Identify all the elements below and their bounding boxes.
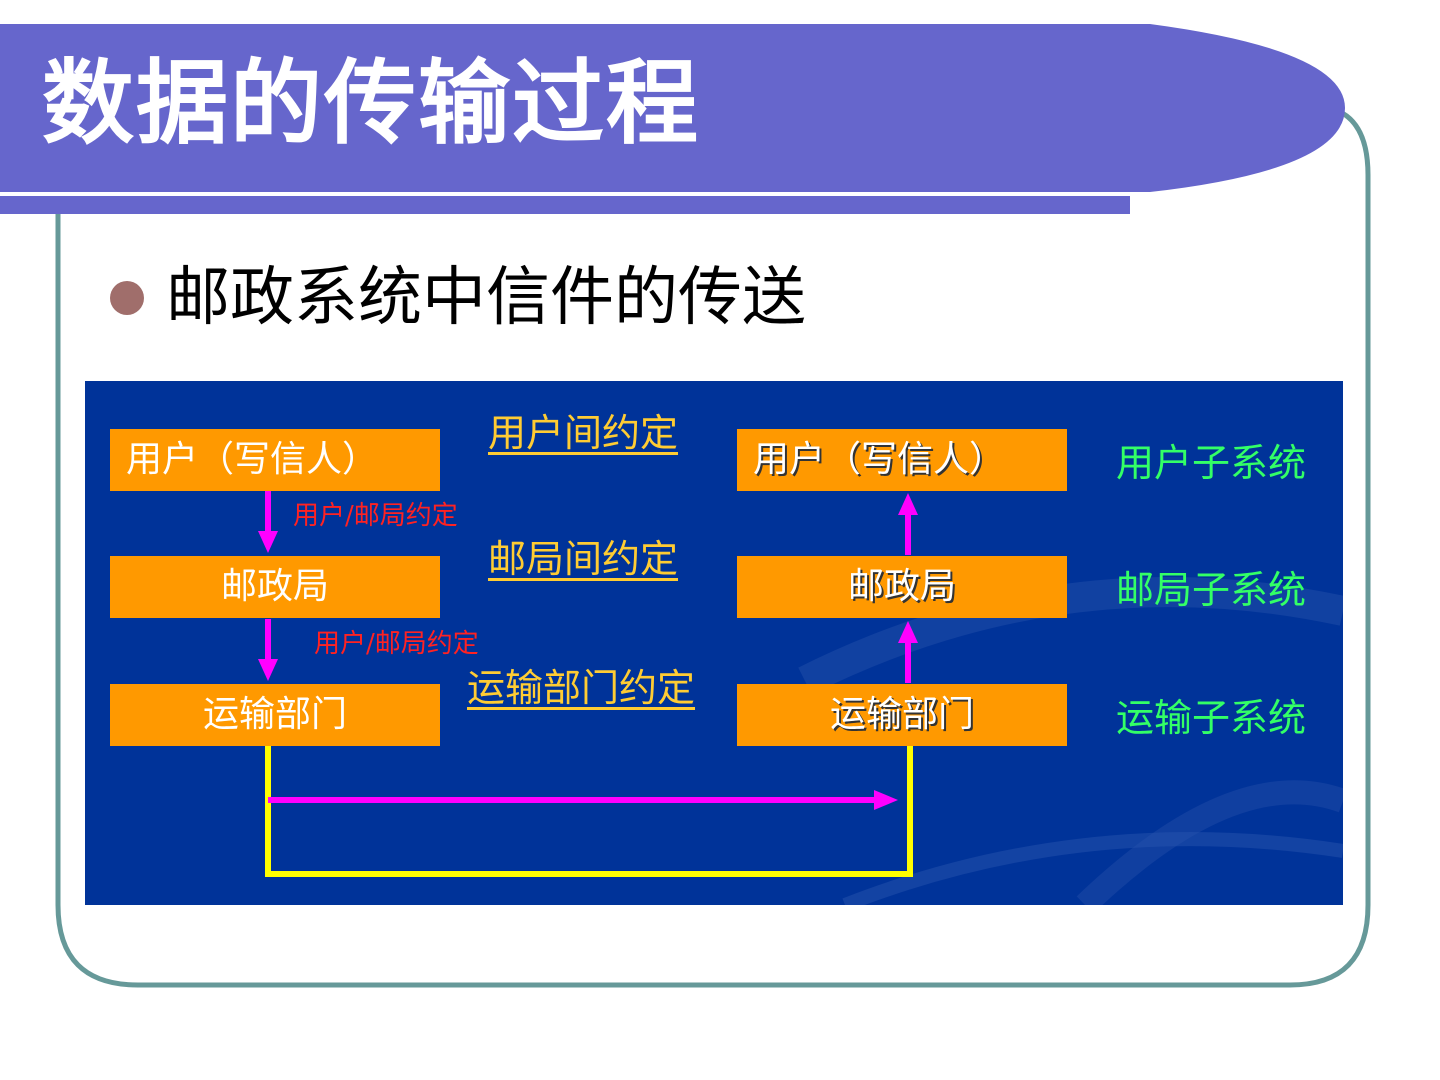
bullet-item: 邮政系统中信件的传送 bbox=[110, 258, 806, 338]
right-user-box: 用户（写信人） bbox=[737, 429, 1067, 491]
up-arrowhead-icon bbox=[898, 493, 918, 515]
down-arrowhead-icon bbox=[258, 531, 278, 553]
layer-protocol-label: 用户/邮局约定 bbox=[314, 629, 479, 659]
peer-protocol-post-office: 邮局间约定 bbox=[488, 537, 679, 581]
left-user-box: 用户（写信人） bbox=[110, 429, 440, 491]
bullet-text: 邮政系统中信件的传送 bbox=[166, 261, 806, 335]
subsystem-label-transport: 运输子系统 bbox=[1116, 696, 1307, 740]
background-swirl bbox=[842, 832, 1343, 905]
bullet-dot-icon bbox=[110, 281, 144, 315]
content-frame bbox=[55, 105, 1371, 988]
left-transport-box: 运输部门 bbox=[110, 684, 440, 746]
background-swirl bbox=[1076, 780, 1343, 905]
slide-title: 数据的传输过程 bbox=[42, 50, 701, 157]
diagram-graphics bbox=[258, 491, 1343, 905]
layer-protocol-label: 用户/邮局约定 bbox=[293, 501, 458, 531]
subsystem-label-user: 用户子系统 bbox=[1116, 441, 1307, 485]
peer-protocol-transport: 运输部门约定 bbox=[467, 666, 696, 710]
left-post-office-box: 邮政局 bbox=[110, 556, 440, 618]
peer-protocol-user: 用户间约定 bbox=[488, 411, 679, 455]
right-transport-box: 运输部门 bbox=[737, 684, 1067, 746]
transport-arrowhead-icon bbox=[874, 790, 898, 810]
background-swirl bbox=[798, 577, 1343, 695]
title-band-underline bbox=[0, 196, 1130, 214]
subsystem-label-post-office: 邮局子系统 bbox=[1116, 568, 1307, 612]
postal-system-diagram: 用户（写信人） 邮政局 运输部门 用户（写信人） 邮政局 运输部门 用户间约定 … bbox=[85, 381, 1343, 905]
transport-path bbox=[265, 744, 913, 877]
down-arrowhead-icon bbox=[258, 659, 278, 681]
up-arrowhead-icon bbox=[898, 621, 918, 643]
title-band bbox=[0, 24, 1345, 192]
right-post-office-box: 邮政局 bbox=[737, 556, 1067, 618]
